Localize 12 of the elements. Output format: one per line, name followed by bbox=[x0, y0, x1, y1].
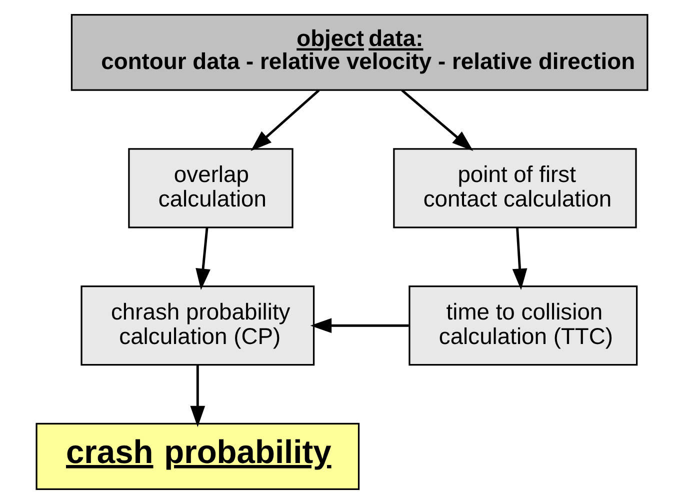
arrow bbox=[190, 366, 206, 428]
node-box: chrash probability calculation (CP) bbox=[80, 286, 315, 366]
arrow bbox=[196, 228, 210, 290]
node-box: time to collision calculation (TTC) bbox=[408, 286, 638, 366]
node-box: overlap calculation bbox=[128, 148, 294, 228]
arrow bbox=[512, 228, 528, 290]
arrow bbox=[310, 318, 409, 334]
node-box: point of first contact calculation bbox=[393, 148, 637, 228]
arrow bbox=[401, 89, 474, 151]
arrow bbox=[250, 89, 320, 152]
node-box: object data: contour data - relative velocity - relative direction bbox=[70, 14, 648, 91]
node-box: crash probability bbox=[36, 422, 360, 490]
